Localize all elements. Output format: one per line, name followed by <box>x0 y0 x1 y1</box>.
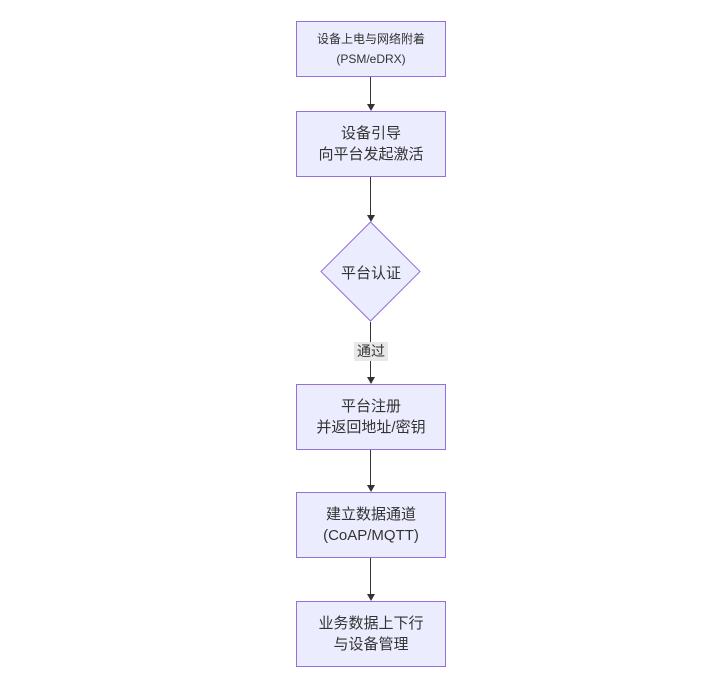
arrow-bootstrap-to-auth <box>366 177 375 222</box>
arrow-power-to-bootstrap <box>366 77 375 111</box>
arrow-channel-to-business <box>366 558 375 601</box>
edge-line <box>370 558 371 595</box>
edge-line <box>370 177 371 216</box>
node-text: 平台注册 <box>340 398 401 415</box>
node-text: 建立数据通道 <box>325 506 416 523</box>
node-text: 平台认证 <box>340 264 401 282</box>
arrowhead-icon <box>366 377 375 384</box>
node-text: 并返回地址/密钥 <box>316 419 426 436</box>
arrowhead-icon <box>366 215 375 222</box>
edge-label-pass: 通过 <box>354 342 388 361</box>
node-text: 设备引导 <box>340 125 401 142</box>
edge-line <box>370 77 371 105</box>
node-business-data: 业务数据上下行 与设备管理 <box>296 601 446 667</box>
arrowhead-icon <box>366 594 375 601</box>
node-text: 设备上电与网络附着 <box>316 32 425 46</box>
arrowhead-icon <box>366 104 375 111</box>
node-text: 向平台发起激活 <box>318 146 424 163</box>
node-power-attach: 设备上电与网络附着 (PSM/eDRX) <box>296 21 446 77</box>
node-platform-register: 平台注册 并返回地址/密钥 <box>296 384 446 450</box>
node-data-channel: 建立数据通道 (CoAP/MQTT) <box>296 492 446 558</box>
arrowhead-icon <box>366 485 375 492</box>
node-text: 业务数据上下行 <box>318 615 424 632</box>
arrow-register-to-channel <box>366 450 375 492</box>
edge-line <box>370 450 371 486</box>
node-text: (PSM/eDRX) <box>336 52 406 66</box>
node-bootstrap: 设备引导 向平台发起激活 <box>296 111 446 177</box>
node-text: 与设备管理 <box>333 636 409 653</box>
node-text: (CoAP/MQTT) <box>323 527 419 544</box>
node-platform-auth: 平台认证 <box>321 222 421 322</box>
